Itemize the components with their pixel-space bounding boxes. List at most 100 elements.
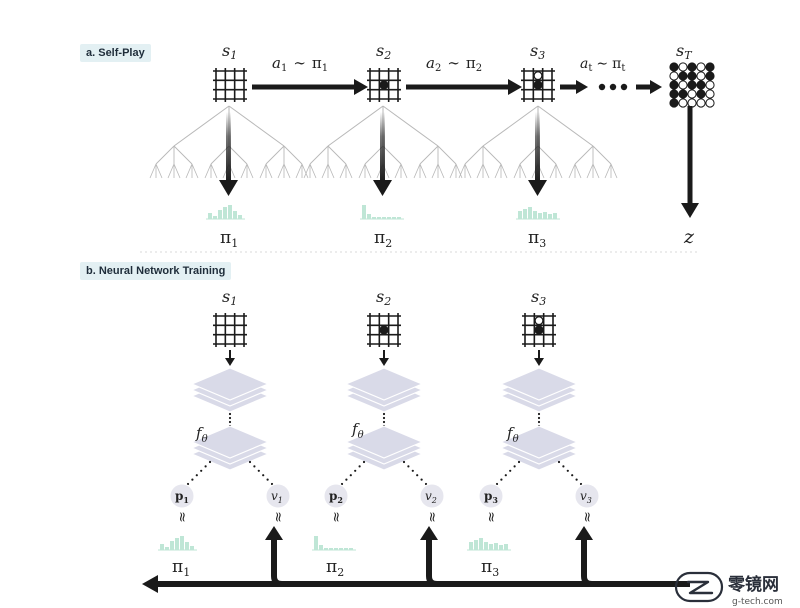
histogram-bar [319, 545, 323, 550]
tree-edge [476, 163, 484, 179]
policy-label-b3: π3 [481, 557, 499, 579]
value-output-node [574, 483, 600, 509]
connector-dot [362, 460, 366, 464]
panel-label-b: b. Neural Network Training [80, 262, 232, 280]
tree-edge [321, 163, 329, 179]
tree-edge [574, 163, 582, 179]
connector-dot [557, 460, 561, 464]
white-stone [678, 80, 688, 90]
approx-sign: ≈ [270, 511, 286, 523]
connector-dot [420, 478, 423, 481]
tree-edge [303, 163, 311, 179]
black-stone [669, 62, 679, 72]
watermark: 零镜网 g-tech.com [674, 571, 783, 607]
ellipsis-dot [620, 83, 628, 91]
network-layer [499, 367, 579, 401]
histogram-bar [528, 207, 532, 219]
policy-label-b1: π1 [172, 557, 190, 579]
tree-edge [513, 163, 521, 179]
tree-edge [494, 163, 502, 179]
white-stone [705, 89, 715, 99]
histogram-bar [218, 210, 222, 219]
tree-edge [173, 145, 193, 165]
histogram-bar [314, 536, 318, 550]
black-stone [687, 62, 697, 72]
connector-dot [566, 469, 569, 472]
histogram-bar [387, 217, 391, 219]
histogram-bar [504, 544, 508, 550]
neural-network-2 [344, 367, 424, 471]
histogram-bar [165, 547, 169, 550]
black-stone [669, 89, 679, 99]
policy-label-b2: π2 [326, 557, 344, 579]
tree-edge [400, 163, 408, 179]
histogram-bar [223, 207, 227, 219]
policy-output-node [478, 483, 504, 509]
tree-edge [586, 163, 594, 179]
connector-dot [228, 420, 232, 424]
histogram-bar [538, 213, 542, 219]
tree-edge [327, 163, 335, 179]
approx-sign: ≈ [483, 511, 499, 523]
white-stone [705, 80, 715, 90]
tree-edge [500, 163, 508, 179]
connector-dot [257, 469, 260, 472]
state-label-b-2: s2 [376, 287, 391, 308]
tree-edge [345, 163, 353, 179]
connector-dot [266, 478, 269, 481]
policy-histogram-a3 [516, 207, 560, 220]
histogram-bar [474, 540, 478, 550]
tree-edge [464, 145, 484, 165]
go-board-a1 [213, 68, 247, 102]
connector-dot [228, 412, 232, 416]
tree-edge [155, 163, 163, 179]
ellipsis-dot [609, 83, 617, 91]
white-stone [534, 316, 544, 326]
histogram-bar [344, 548, 348, 550]
tree-edge [204, 163, 212, 179]
tree-edge [327, 145, 347, 165]
connector-dot [537, 420, 541, 424]
histogram-bar [518, 211, 522, 219]
tree-edge [228, 105, 285, 147]
tree-edge [592, 163, 600, 179]
connector-dot [504, 474, 507, 477]
outcome-arrowhead [681, 203, 699, 218]
policy-output-label: p3 [484, 489, 498, 505]
black-stone [705, 62, 715, 72]
tree-edge [604, 163, 612, 179]
connector-dot [270, 482, 274, 486]
mcts-arrow-3 [535, 112, 540, 182]
outcome-feedback-path [142, 526, 690, 593]
value-output-label: v1 [271, 489, 283, 505]
histogram-bar [334, 548, 338, 550]
connector-dot [407, 465, 410, 468]
histogram-bar [213, 216, 217, 219]
connector-dot [382, 416, 386, 420]
black-stone [696, 80, 706, 90]
white-stone [678, 98, 688, 108]
tree-edge [413, 163, 421, 179]
tree-edge [464, 163, 472, 179]
connector-dot [208, 460, 212, 464]
policy-histogram-b1 [158, 536, 197, 551]
black-stone [379, 325, 389, 335]
histogram-bar [238, 215, 242, 219]
panel-label-a: a. Self-Play [80, 44, 151, 62]
black-stone [533, 80, 543, 90]
white-stone [687, 89, 697, 99]
histogram-bar [190, 546, 194, 550]
tree-edge [309, 163, 317, 179]
connector-dot [579, 482, 583, 486]
mcts-arrow-2 [380, 112, 385, 182]
go-board-b2 [367, 313, 401, 347]
go-board-b1 [213, 313, 247, 347]
histogram-bar [392, 217, 396, 219]
tree-edge [455, 163, 463, 179]
histogram-bar [548, 214, 552, 219]
tree-edge [339, 163, 347, 179]
tree-edge [482, 105, 539, 147]
state-label-b-3: s3 [531, 287, 546, 308]
connector-dot [262, 474, 265, 477]
go-board-b3 [522, 313, 556, 347]
